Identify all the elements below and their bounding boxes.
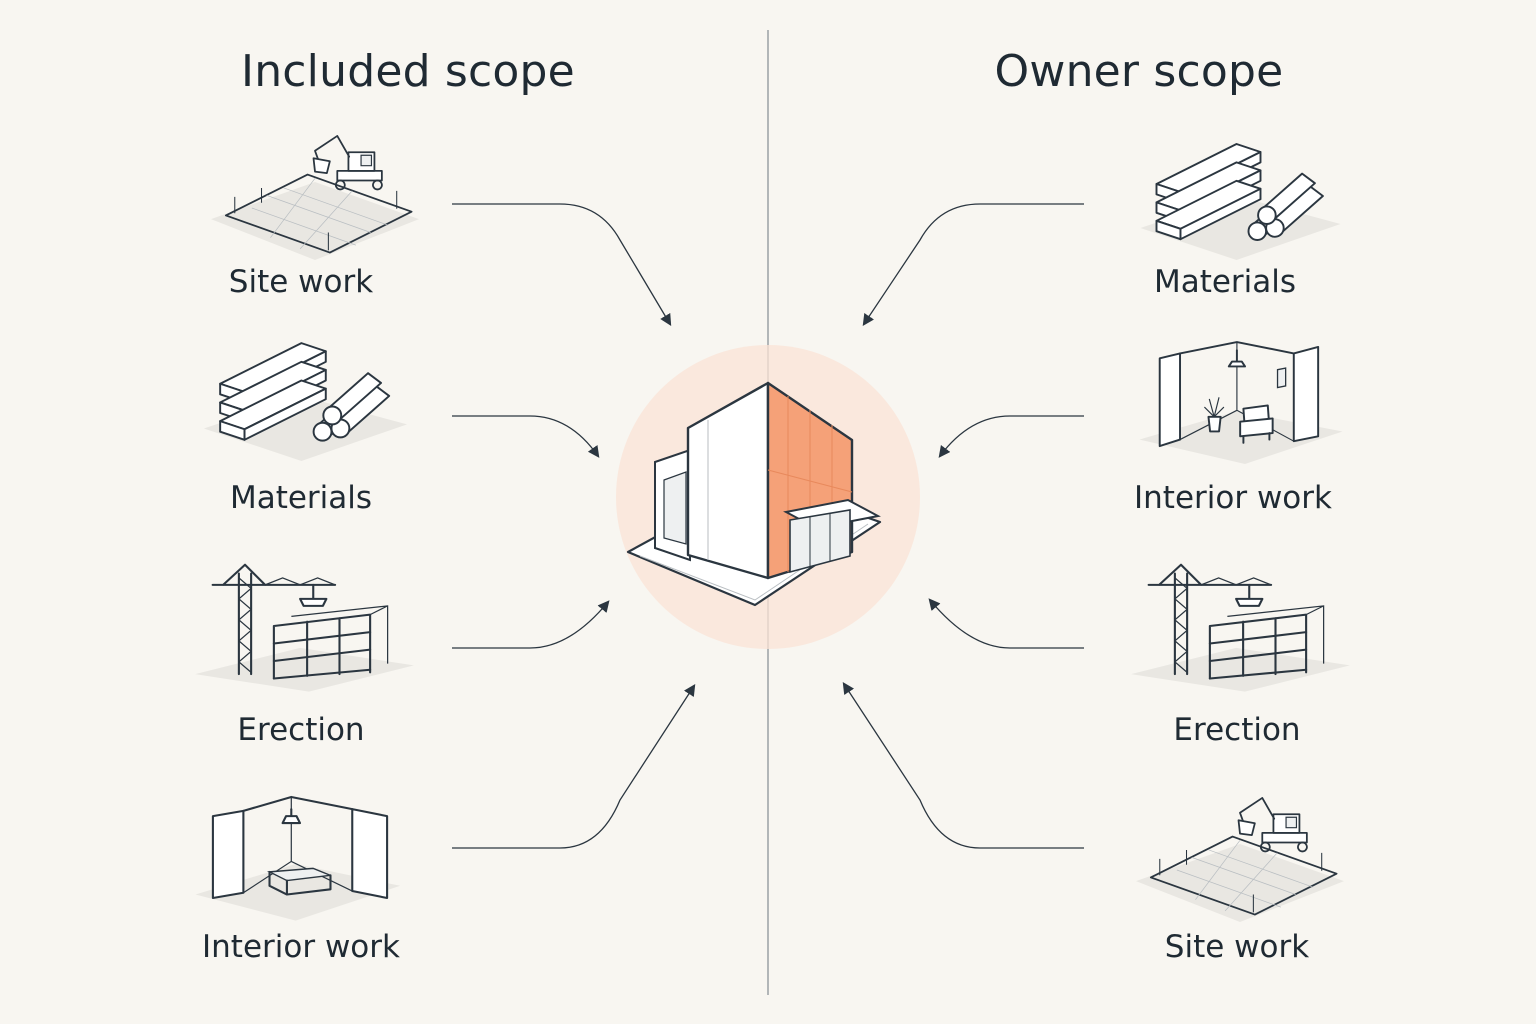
arrow-owner-materials: [862, 203, 1084, 326]
included-item-site-work: Site work: [228, 264, 374, 300]
arrow-included-interior-work: [452, 684, 696, 849]
arrow-included-site-work: [452, 203, 672, 327]
crane-frame-icon: [1130, 563, 1351, 693]
excavator-site-icon: [1135, 797, 1345, 922]
interior-room-icon: [194, 795, 402, 922]
arrow-owner-interior-work: [938, 415, 1084, 458]
owner-item-erection: Erection: [1173, 712, 1301, 748]
owner-item-interior-work: Interior work: [1134, 480, 1332, 516]
building-icon: [626, 381, 882, 607]
owner-item-materials: Materials: [1153, 264, 1297, 300]
included-item-interior-work: Interior work: [202, 929, 400, 965]
lumber-pipes-icon: [1139, 143, 1342, 261]
included-scope-heading: Included scope: [241, 46, 575, 97]
arrow-owner-erection: [928, 598, 1084, 649]
owner-item-site-work: Site work: [1164, 929, 1310, 965]
lumber-pipes-icon: [202, 342, 409, 462]
included-item-erection: Erection: [237, 712, 365, 748]
crane-frame-icon: [194, 563, 415, 693]
owner-scope-heading: Owner scope: [994, 46, 1284, 97]
included-item-materials: Materials: [229, 480, 373, 516]
arrow-included-materials: [452, 415, 600, 458]
furnished-room-icon: [1138, 341, 1344, 465]
arrow-included-erection: [452, 600, 610, 649]
arrow-owner-site-work: [842, 682, 1084, 849]
excavator-site-icon: [210, 135, 420, 260]
